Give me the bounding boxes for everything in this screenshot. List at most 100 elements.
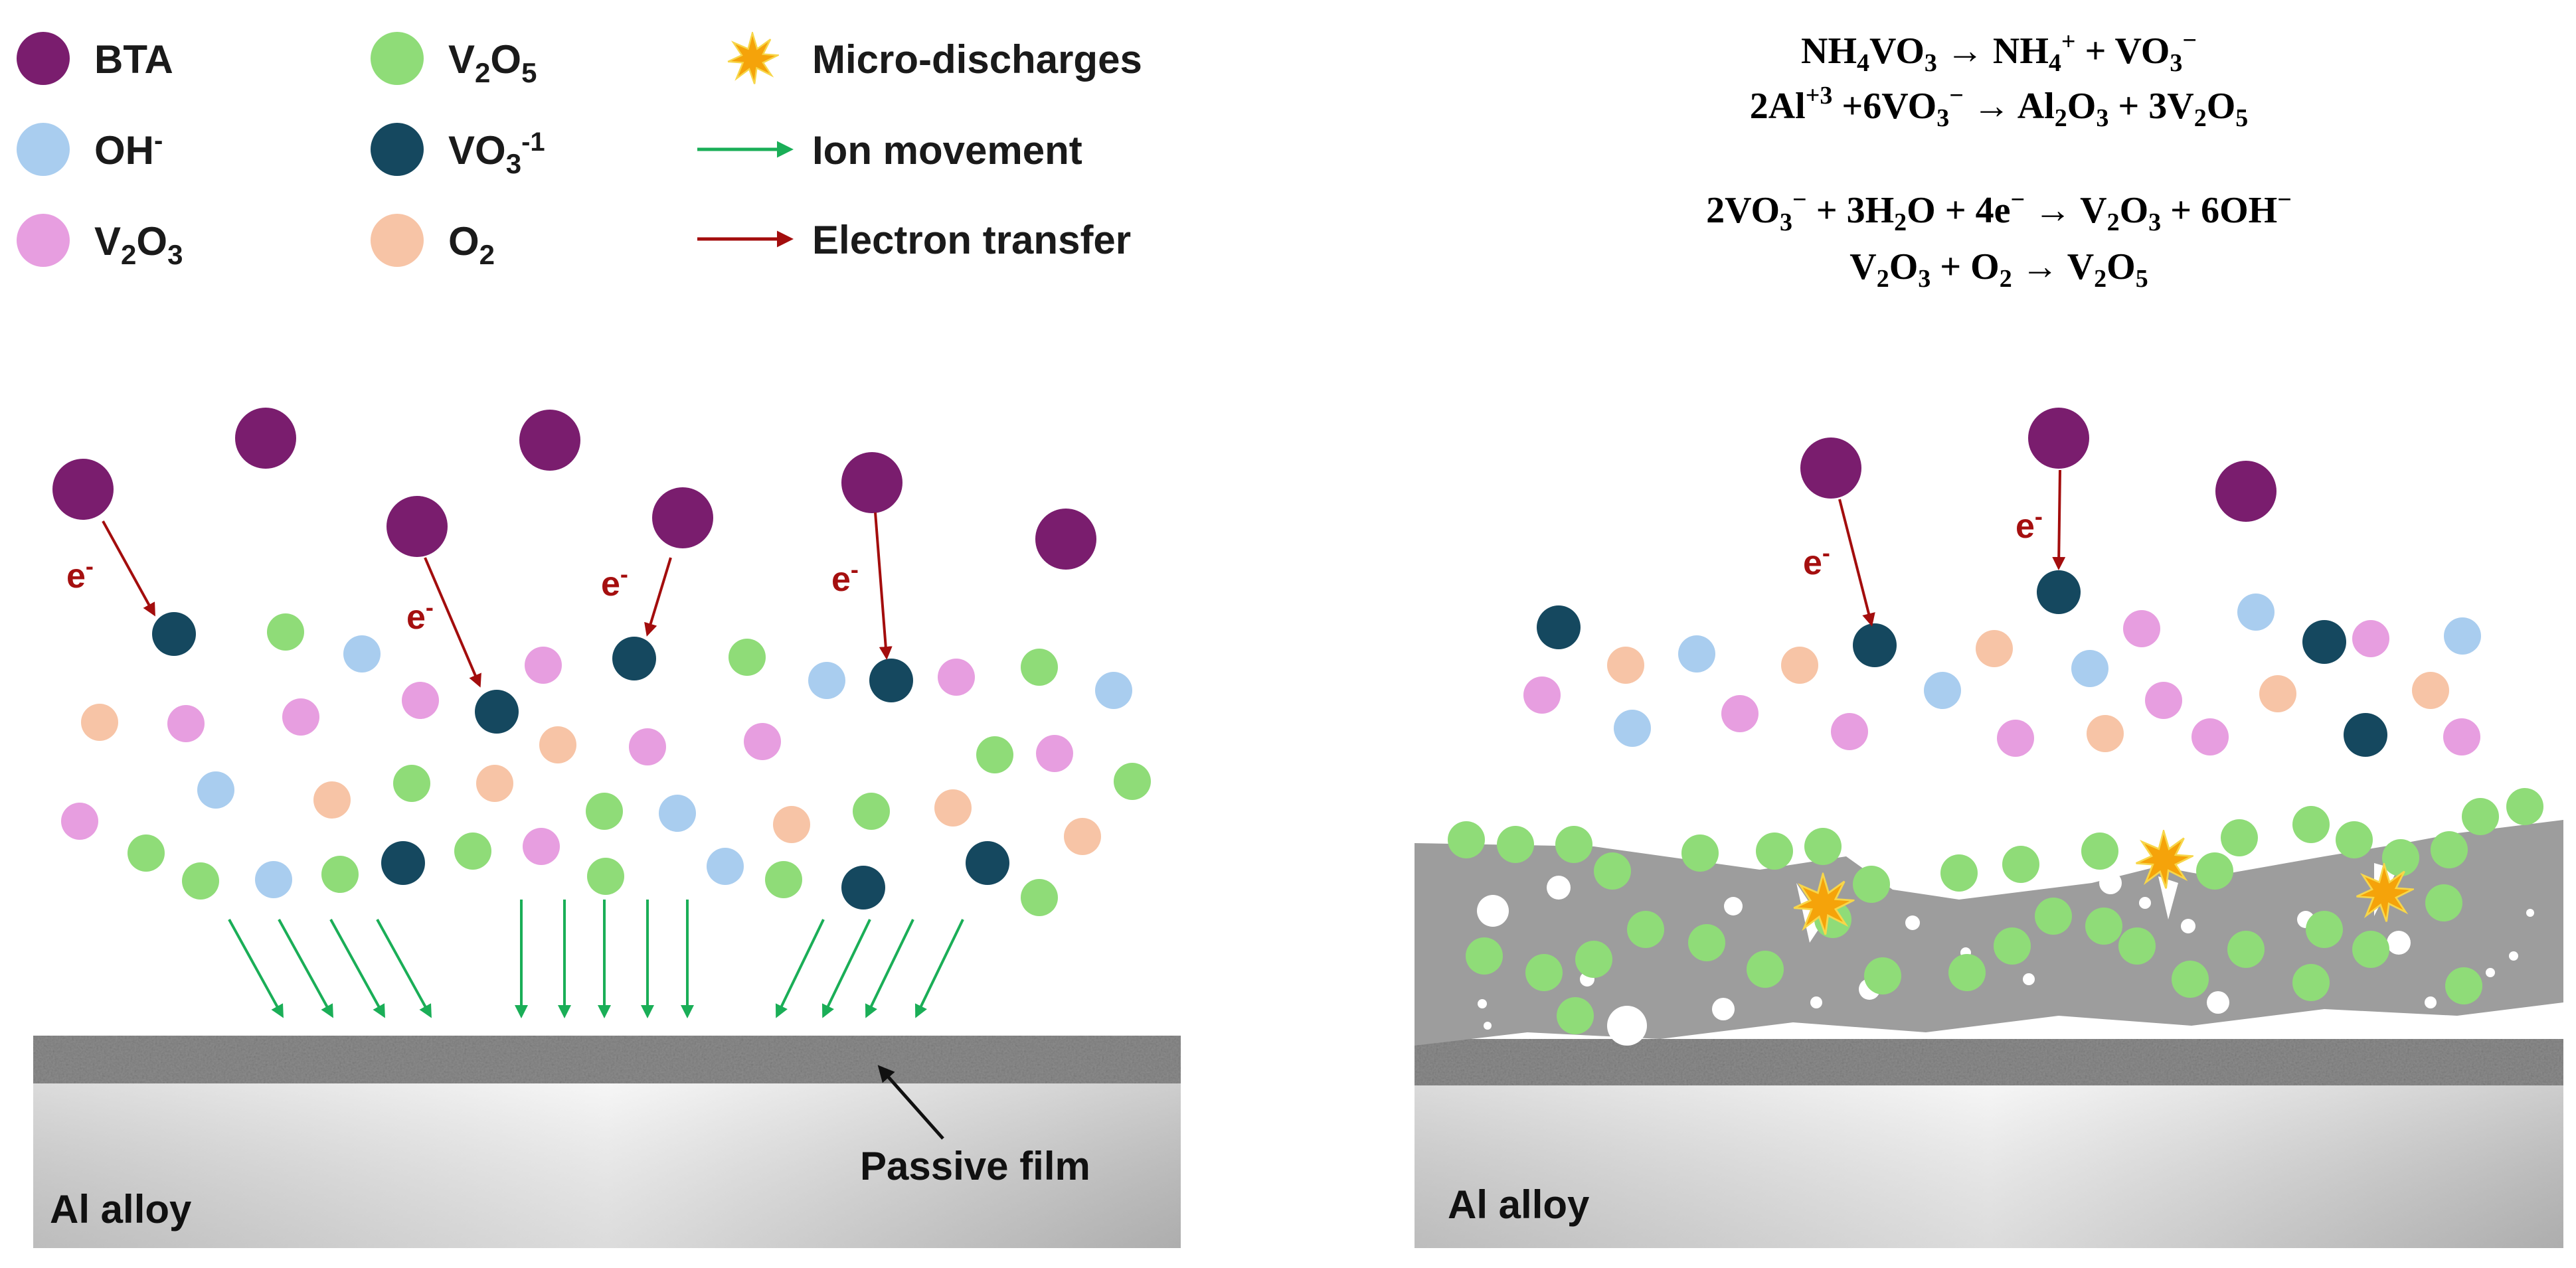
- pore: [2139, 897, 2151, 909]
- v2o5-particle: [182, 862, 219, 900]
- v2o5-particle: [1497, 826, 1534, 863]
- oh-particle: [255, 861, 292, 898]
- legend-bta-swatch: [17, 32, 70, 85]
- electron-label: e-: [1803, 539, 1830, 582]
- o2-particle: [1976, 630, 2013, 667]
- ion-movement-arrow: [821, 919, 871, 1018]
- v2o5-particle: [2292, 806, 2330, 843]
- ion-movement-arrow: [329, 919, 385, 1018]
- bta-particle: [52, 459, 114, 520]
- left-al-alloy-label: Al alloy: [50, 1187, 192, 1231]
- passive-film-label: Passive film: [860, 1144, 1090, 1188]
- legend-micro-label: Micro-discharges: [812, 37, 1142, 82]
- equation-1: NH4VO3 → NH4+ + VO3−: [1801, 27, 2197, 77]
- electron-transfer-arrow: [1838, 499, 1875, 627]
- legend-vo3-swatch: [371, 123, 424, 176]
- v2o3-particle: [2145, 682, 2182, 719]
- pore: [2099, 872, 2122, 894]
- v2o5-particle: [1853, 866, 1890, 903]
- electron-transfer-arrow: [2052, 469, 2066, 570]
- v2o5-particle: [2035, 898, 2072, 935]
- electron-transfer-arrow: [102, 520, 155, 617]
- pore: [1724, 897, 1743, 915]
- legend-oh-swatch: [17, 123, 70, 176]
- v2o5-particle: [1021, 879, 1058, 916]
- right-passive-film: [1415, 1039, 2563, 1085]
- v2o3-particle: [402, 682, 439, 719]
- bta-particle: [841, 452, 902, 513]
- legend-v2o5-label: V2O5: [448, 37, 537, 88]
- o2-particle: [2259, 675, 2296, 712]
- v2o5-particle: [1756, 832, 1793, 870]
- bta-particle: [1035, 509, 1096, 570]
- oxide-coating-layer: [1415, 820, 2563, 1046]
- oh-particle: [659, 795, 696, 832]
- v2o3-particle: [629, 728, 666, 765]
- vo3-particle: [381, 841, 425, 885]
- v2o5-particle: [1747, 951, 1784, 988]
- legend-o2-swatch: [371, 214, 424, 267]
- v2o5-particle: [2172, 961, 2209, 998]
- v2o3-particle: [2191, 718, 2229, 755]
- v2o5-particle: [1575, 941, 1612, 978]
- v2o5-particle: [2081, 832, 2118, 870]
- vo3-particle: [612, 637, 656, 680]
- bta-particle: [519, 410, 580, 471]
- electron-label: e-: [406, 594, 434, 637]
- bta-particle: [652, 487, 713, 548]
- o2-particle: [313, 781, 351, 819]
- ion-movement-arrow: [278, 919, 333, 1018]
- pore: [2181, 919, 2195, 933]
- v2o5-particle: [1994, 927, 2031, 965]
- v2o5-particle: [729, 639, 766, 676]
- v2o3-particle: [1721, 695, 1759, 732]
- v2o5-particle: [1688, 924, 1725, 961]
- ion-movement-arrow: [376, 919, 432, 1018]
- right-al-alloy-label: Al alloy: [1448, 1182, 1590, 1227]
- pore: [1810, 996, 1822, 1008]
- oh-particle: [707, 848, 744, 885]
- equations: NH4VO3 → NH4+ + VO3− 2Al+3 +6VO3− → Al2O…: [1706, 27, 2292, 293]
- vo3-particle: [152, 612, 196, 656]
- vo3-particle: [2302, 620, 2346, 664]
- v2o5-particle: [853, 793, 890, 830]
- bta-particle: [2028, 408, 2089, 469]
- oh-particle: [2237, 594, 2275, 631]
- pore: [1905, 915, 1920, 930]
- equation-2: 2Al+3 +6VO3− → Al2O3 + 3V2O5: [1750, 82, 2249, 132]
- v2o5-particle: [2221, 819, 2258, 856]
- v2o5-particle: [128, 834, 165, 872]
- v2o5-particle: [1525, 954, 1563, 991]
- v2o3-particle: [938, 659, 975, 696]
- pore: [1791, 1027, 1802, 1038]
- legend: BTA OH- V2O3 V2O5 VO3-1 O2 Micro-dischar…: [17, 32, 1142, 270]
- equation-3: 2VO3− + 3H2O + 4e− → V2O3 + 6OH−: [1706, 186, 2292, 236]
- v2o3-particle: [1523, 676, 1561, 714]
- bta-particle: [386, 496, 448, 557]
- v2o5-particle: [2445, 967, 2482, 1004]
- v2o5-particle: [587, 858, 624, 895]
- v2o5-particle: [1557, 997, 1594, 1034]
- pore: [2486, 968, 2495, 977]
- v2o5-particle: [2336, 821, 2373, 858]
- oh-particle: [2444, 617, 2481, 655]
- v2o5-particle: [1555, 826, 1592, 863]
- o2-particle: [1607, 647, 1644, 684]
- electron-transfer-arrow: [874, 512, 893, 660]
- ion-movement-arrow: [865, 919, 914, 1018]
- v2o3-particle: [2352, 620, 2389, 657]
- electron-labels: e-e-e-e-e-e-: [66, 503, 2043, 637]
- passive-film-pointer: [877, 1065, 944, 1140]
- v2o3-particle: [2443, 718, 2480, 755]
- oh-particle: [197, 771, 234, 809]
- v2o5-particle: [1681, 834, 1719, 872]
- left-passive-film: [33, 1036, 1181, 1083]
- legend-o2-label: O2: [448, 219, 495, 270]
- v2o3-particle: [2123, 610, 2160, 647]
- v2o5-particle: [321, 856, 359, 893]
- v2o3-particle: [525, 647, 562, 684]
- vo3-particle: [475, 690, 519, 734]
- v2o5-particle: [1114, 763, 1151, 800]
- pore: [1484, 1022, 1492, 1030]
